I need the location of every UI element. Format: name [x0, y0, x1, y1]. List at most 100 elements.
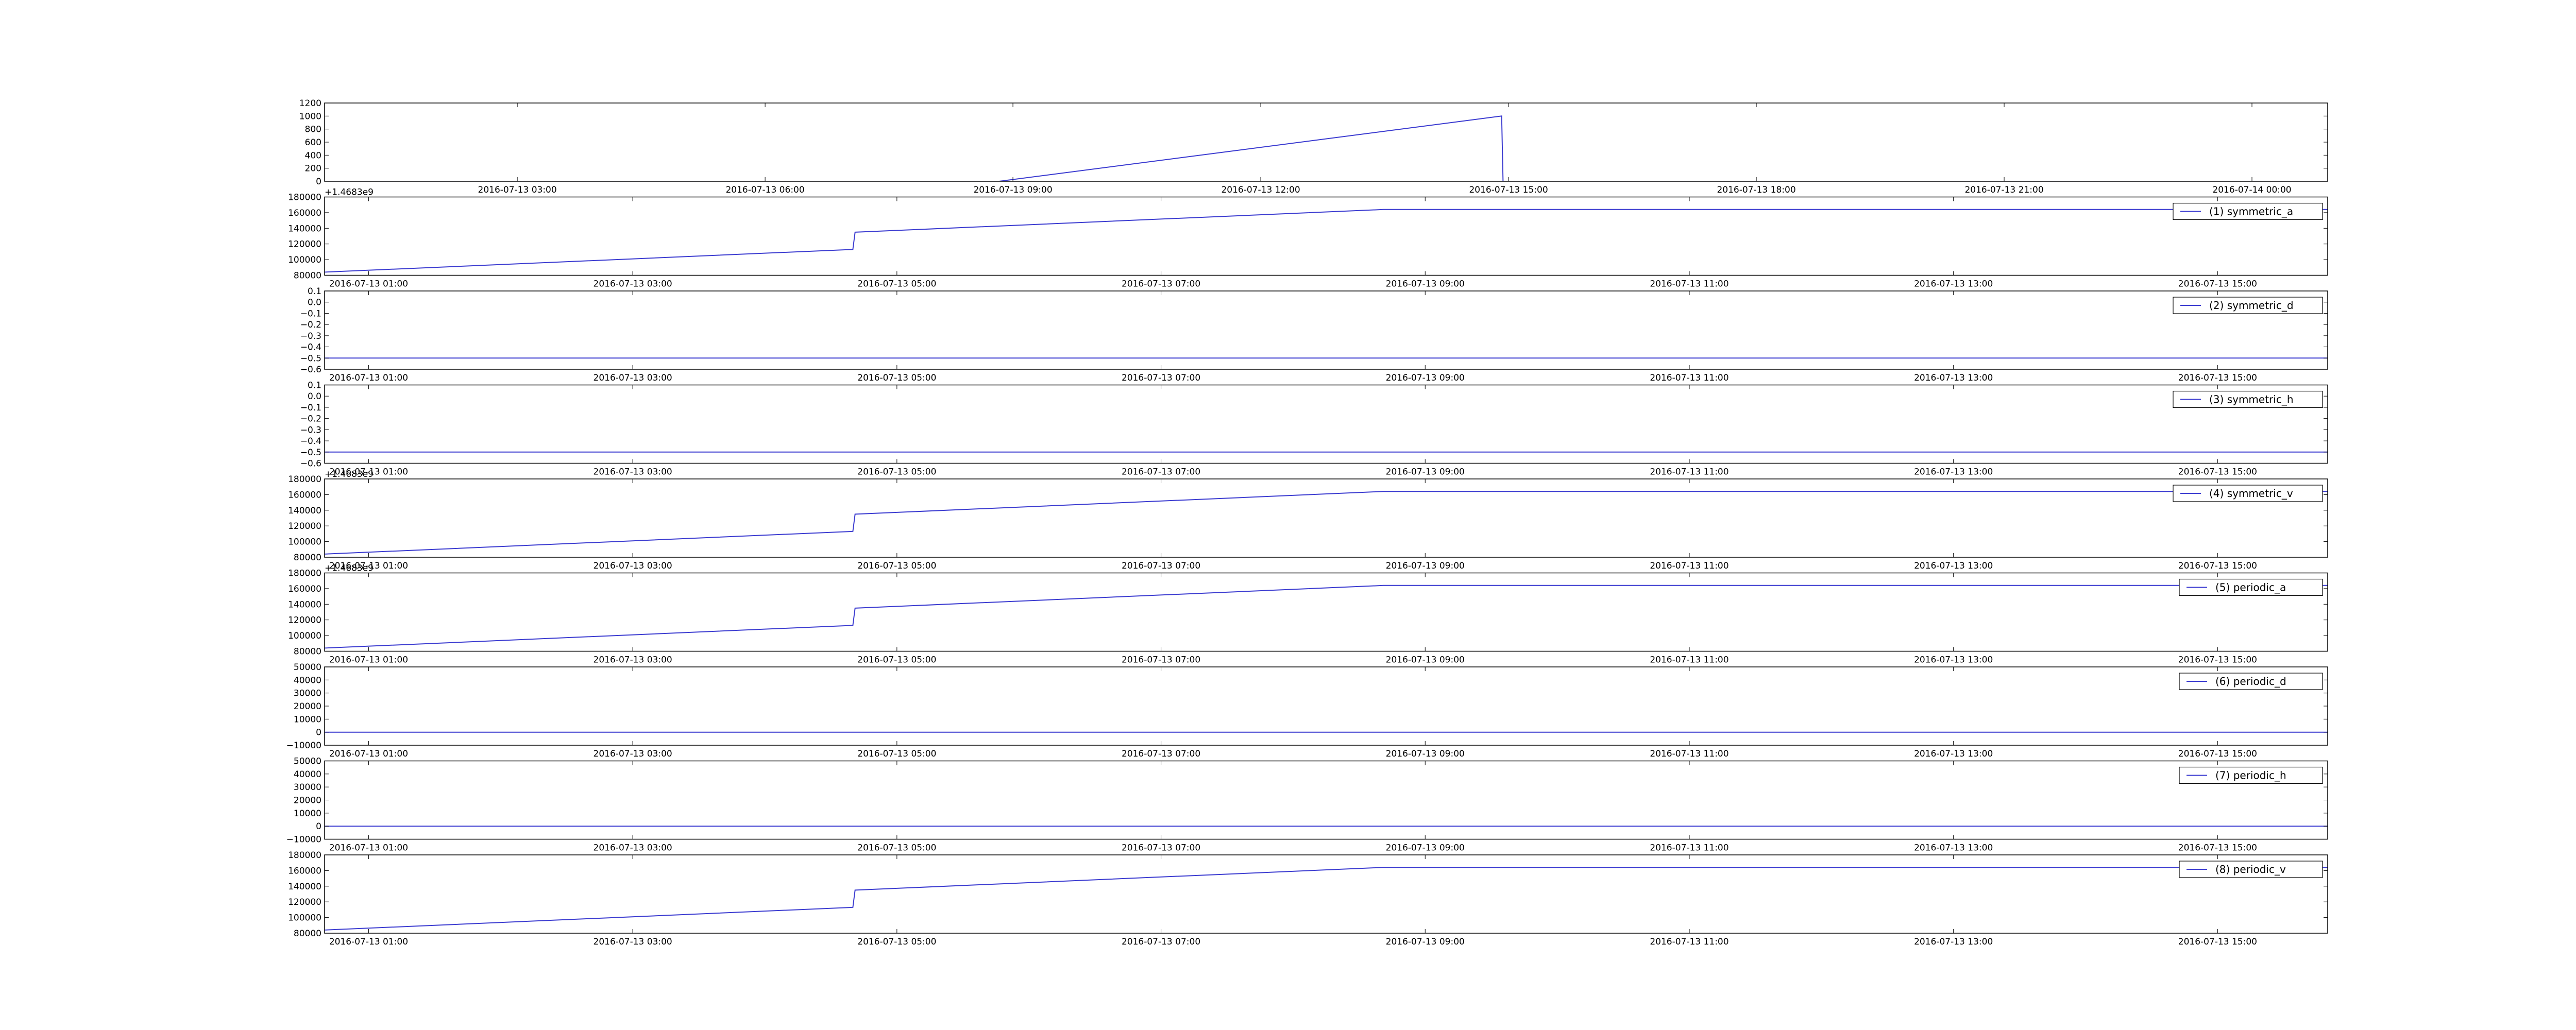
x-tick-label: 2016-07-13 03:00 [594, 373, 672, 383]
y-tick-label: 0 [316, 821, 321, 832]
subplot-6: 800001000001200001400001600001800002016-… [288, 563, 2328, 665]
subplot-5: 800001000001200001400001600001800002016-… [288, 469, 2328, 571]
x-tick-label: 2016-07-13 21:00 [1964, 185, 2043, 195]
legend: (4) symmetric_v [2173, 485, 2323, 502]
y-tick-label: 0 [316, 177, 321, 187]
x-tick-label: 2016-07-13 09:00 [973, 185, 1052, 195]
legend: (2) symmetric_d [2173, 297, 2323, 314]
x-tick-label: 2016-07-13 03:00 [594, 937, 672, 947]
y-tick-label: 140000 [288, 882, 321, 892]
legend-label: (4) symmetric_v [2209, 487, 2293, 500]
x-tick-label: 2016-07-13 05:00 [857, 467, 936, 477]
y-tick-label: −0.1 [300, 308, 321, 319]
y-tick-label: 10000 [294, 809, 321, 819]
legend-label: (3) symmetric_h [2209, 393, 2294, 406]
y-tick-label: −10000 [286, 741, 321, 751]
y-tick-label: 100000 [288, 255, 321, 265]
x-tick-label: 2016-07-13 09:00 [1386, 937, 1465, 947]
y-tick-label: −0.1 [300, 403, 321, 413]
series-line-9-1 [325, 867, 2328, 931]
x-tick-label: 2016-07-13 03:00 [594, 561, 672, 571]
x-tick-label: 2016-07-13 07:00 [1122, 279, 1200, 289]
x-tick-label: 2016-07-13 07:00 [1122, 373, 1200, 383]
x-tick-label: 2016-07-13 01:00 [329, 749, 408, 759]
x-tick-label: 2016-07-13 09:00 [1386, 749, 1465, 759]
axes-frame [324, 666, 2328, 746]
legend: (1) symmetric_a [2173, 202, 2323, 220]
x-tick-label: 2016-07-13 11:00 [1650, 749, 1728, 759]
y-tick-label: −0.3 [300, 425, 321, 435]
offset-text: +1.4683e9 [325, 563, 374, 574]
y-tick-label: −10000 [286, 835, 321, 845]
subplot-3: −0.6−0.5−0.4−0.3−0.2−0.10.00.12016-07-13… [300, 286, 2328, 383]
x-tick-label: 2016-07-13 05:00 [857, 561, 936, 571]
subplot-8: −10000010000200003000040000500002016-07-… [286, 757, 2328, 853]
y-tick-label: 400 [305, 150, 321, 161]
x-tick-label: 2016-07-13 03:00 [594, 749, 672, 759]
x-tick-label: 2016-07-13 05:00 [857, 749, 936, 759]
legend-label: (2) symmetric_d [2209, 299, 2294, 312]
x-tick-label: 2016-07-13 03:00 [594, 467, 672, 477]
y-tick-label: 80000 [294, 271, 321, 281]
series-line-2-1 [325, 209, 2328, 273]
legend-label: (8) periodic_v [2215, 863, 2286, 876]
y-tick-label: 180000 [288, 569, 321, 579]
series-line-5-1 [325, 491, 2328, 555]
series-line-1-1 [325, 115, 2328, 181]
x-tick-label: 2016-07-13 05:00 [857, 279, 936, 289]
y-tick-label: 180000 [288, 850, 321, 861]
y-tick-label: 80000 [294, 553, 321, 563]
axes-frame [324, 478, 2328, 558]
x-tick-label: 2016-07-13 13:00 [1914, 937, 1993, 947]
y-tick-label: 180000 [288, 474, 321, 485]
x-tick-label: 2016-07-13 03:00 [478, 185, 557, 195]
x-tick-label: 2016-07-13 13:00 [1914, 843, 1993, 853]
y-tick-label: 0.1 [308, 286, 321, 297]
y-tick-label: −0.2 [300, 414, 321, 424]
x-tick-label: 2016-07-13 07:00 [1122, 843, 1200, 853]
y-tick-label: 200 [305, 164, 321, 174]
x-tick-label: 2016-07-13 03:00 [594, 655, 672, 665]
y-tick-label: −0.4 [300, 436, 321, 447]
x-tick-label: 2016-07-13 07:00 [1122, 749, 1200, 759]
x-tick-label: 2016-07-13 18:00 [1717, 185, 1795, 195]
x-tick-label: 2016-07-13 13:00 [1914, 655, 1993, 665]
y-tick-label: 800 [305, 125, 321, 135]
x-tick-label: 2016-07-13 01:00 [329, 279, 408, 289]
x-tick-label: 2016-07-14 00:00 [2212, 185, 2291, 195]
y-tick-label: 0.1 [308, 381, 321, 391]
x-tick-label: 2016-07-13 03:00 [594, 843, 672, 853]
x-tick-label: 2016-07-13 15:00 [2178, 279, 2257, 289]
x-tick-label: 2016-07-13 07:00 [1122, 655, 1200, 665]
x-tick-label: 2016-07-13 09:00 [1386, 467, 1465, 477]
y-tick-label: 50000 [294, 662, 321, 673]
x-tick-label: 2016-07-13 15:00 [1469, 185, 1548, 195]
x-tick-label: 2016-07-13 13:00 [1914, 749, 1993, 759]
x-tick-label: 2016-07-13 15:00 [2178, 561, 2257, 571]
y-tick-label: 120000 [288, 239, 321, 250]
y-tick-label: 30000 [294, 689, 321, 699]
y-tick-label: 0.0 [308, 391, 321, 402]
y-tick-label: 160000 [288, 584, 321, 594]
x-tick-label: 2016-07-13 15:00 [2178, 655, 2257, 665]
x-tick-label: 2016-07-13 09:00 [1386, 655, 1465, 665]
legend-box [2173, 485, 2323, 502]
subplot-7: −10000010000200003000040000500002016-07-… [286, 662, 2328, 759]
axes-frame [324, 102, 2328, 182]
y-tick-label: 1000 [299, 111, 321, 122]
x-tick-label: 2016-07-13 01:00 [329, 373, 408, 383]
y-tick-label: 0.0 [308, 298, 321, 308]
offset-text: +1.4683e9 [325, 187, 374, 198]
x-tick-label: 2016-07-13 05:00 [857, 937, 936, 947]
y-tick-label: 40000 [294, 769, 321, 780]
axes-frame [324, 290, 2328, 370]
y-tick-label: −0.3 [300, 331, 321, 341]
y-tick-label: 140000 [288, 224, 321, 234]
y-tick-label: 100000 [288, 631, 321, 641]
x-tick-label: 2016-07-13 15:00 [2178, 937, 2257, 947]
legend: (7) periodic_h [2179, 766, 2323, 784]
y-tick-label: 100000 [288, 913, 321, 923]
x-tick-label: 2016-07-13 09:00 [1386, 561, 1465, 571]
y-tick-label: 180000 [288, 193, 321, 203]
